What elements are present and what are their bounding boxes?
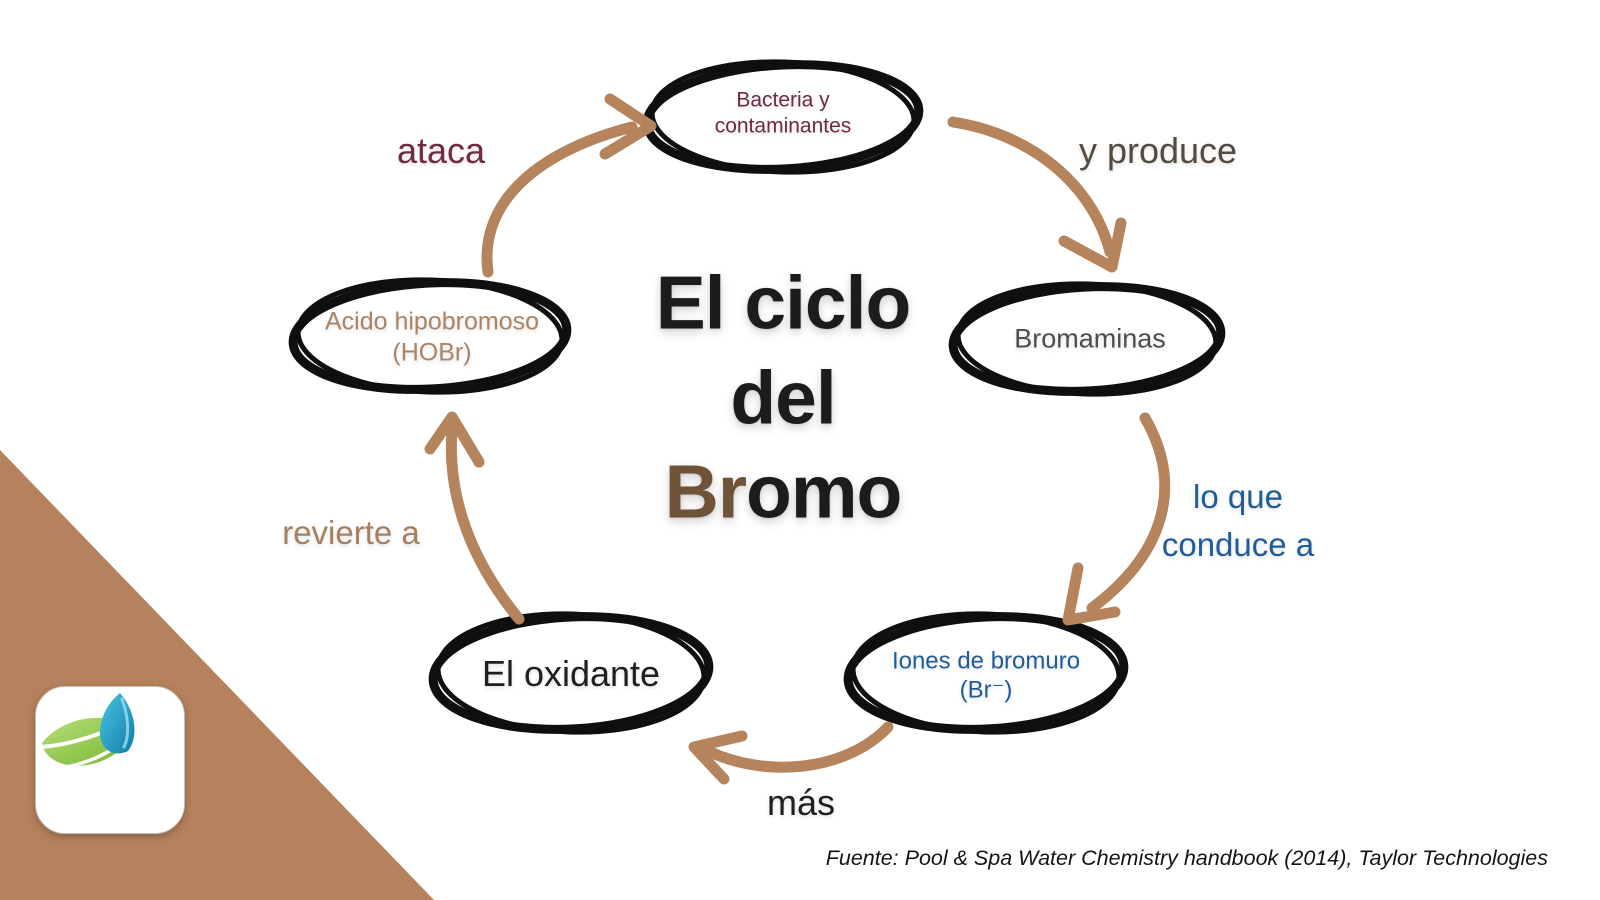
edge-label-ataca: ataca	[396, 130, 486, 172]
title-line-2: del	[730, 354, 836, 439]
arrow-iones-to-oxidante	[688, 721, 894, 785]
brand-logo	[35, 686, 185, 834]
arrow-bacteria-to-bromaminas	[947, 116, 1127, 273]
edge-label-mas: más	[766, 782, 836, 824]
title-accent: Br	[664, 449, 747, 534]
arrow-hobr-to-bacteria	[481, 93, 657, 278]
edge-label-y-produce: y produce	[1078, 130, 1238, 172]
node-label-hobr: Acido hipobromoso (HOBr)	[324, 307, 540, 367]
arrow-oxidante-to-hobr	[424, 411, 525, 625]
title-line-1: El ciclo	[655, 260, 912, 345]
node-ellipse-iones	[843, 611, 1129, 735]
node-ellipse-hobr	[288, 277, 572, 395]
node-ellipse-oxidante	[428, 611, 714, 735]
node-label-bacteria: Bacteria y contaminantes	[714, 88, 852, 137]
edge-label-revierte-a: revierte a	[282, 513, 420, 551]
title-line-3: Bromo	[656, 444, 911, 539]
edge-label-lo-que-conduce-a: lo que conduce a	[1161, 478, 1315, 563]
title-rest: omo	[746, 449, 902, 534]
node-ellipse-bromaminas	[948, 281, 1226, 397]
node-label-bromaminas: Bromaminas	[1014, 323, 1166, 354]
source-citation: Fuente: Pool & Spa Water Chemistry handb…	[825, 846, 1548, 870]
blue-leaf-icon	[99, 693, 135, 754]
leaf-logo-icon	[38, 693, 135, 769]
arrow-bromaminas-to-iones	[1062, 412, 1171, 626]
node-label-iones: Iones de bromuro (Br⁻)	[891, 647, 1081, 704]
node-label-oxidante: El oxidante	[481, 653, 661, 695]
diagram-title: El ciclo del Bromo	[655, 255, 912, 539]
